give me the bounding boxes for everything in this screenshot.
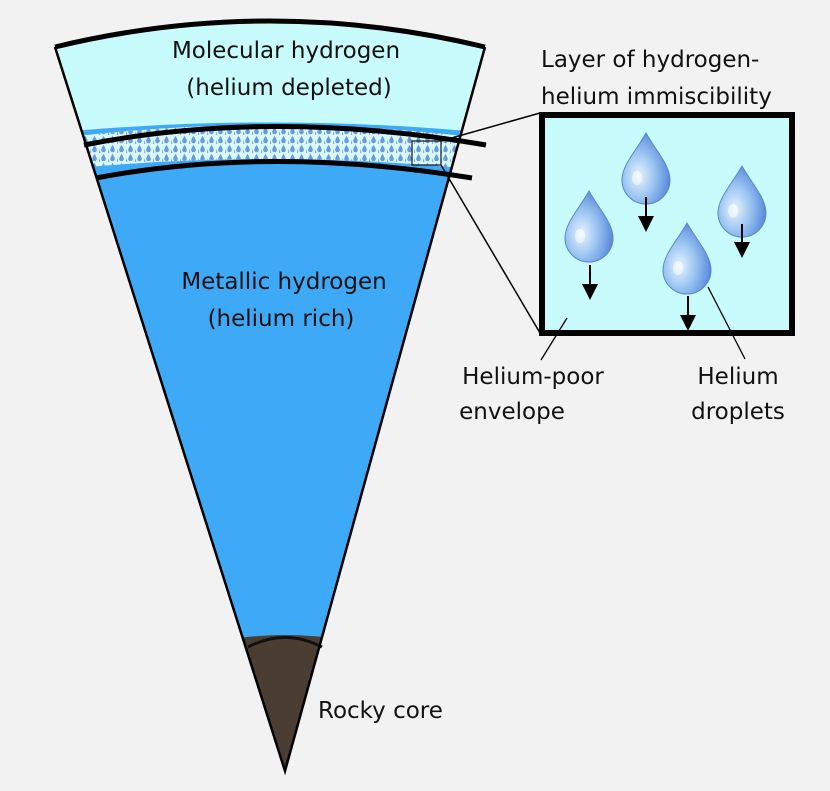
zoom-line-bottom <box>440 164 541 334</box>
immiscibility-droplets <box>55 125 485 173</box>
immiscibility-layer-label-line1: Layer of hydrogen- <box>541 47 759 73</box>
helium-depleted-label: (helium depleted) <box>186 75 391 101</box>
zoom-line-top <box>440 112 541 142</box>
helium-droplets-label-line2: droplets <box>691 399 785 425</box>
droplets-leader-line <box>707 286 746 360</box>
helium-poor-envelope-label-line2: envelope <box>459 399 565 425</box>
molecular-hydrogen-layer <box>55 21 485 135</box>
rocky-core-label: Rocky core <box>318 698 443 724</box>
envelope-leader-line <box>540 317 568 361</box>
metallic-hydrogen-label: Metallic hydrogen <box>181 269 386 295</box>
molecular-hydrogen-label: Molecular hydrogen <box>172 38 400 64</box>
helium-droplets-label-line1: Helium <box>697 364 778 390</box>
helium-poor-envelope-label-line1: Helium-poor <box>462 364 604 390</box>
wedge-outlines <box>53 18 487 776</box>
inset-panel <box>539 112 795 336</box>
zoom-region-box <box>411 140 442 166</box>
helium-rich-label: (helium rich) <box>208 306 355 332</box>
immiscibility-layer-label-line2: helium immiscibility <box>541 84 772 110</box>
